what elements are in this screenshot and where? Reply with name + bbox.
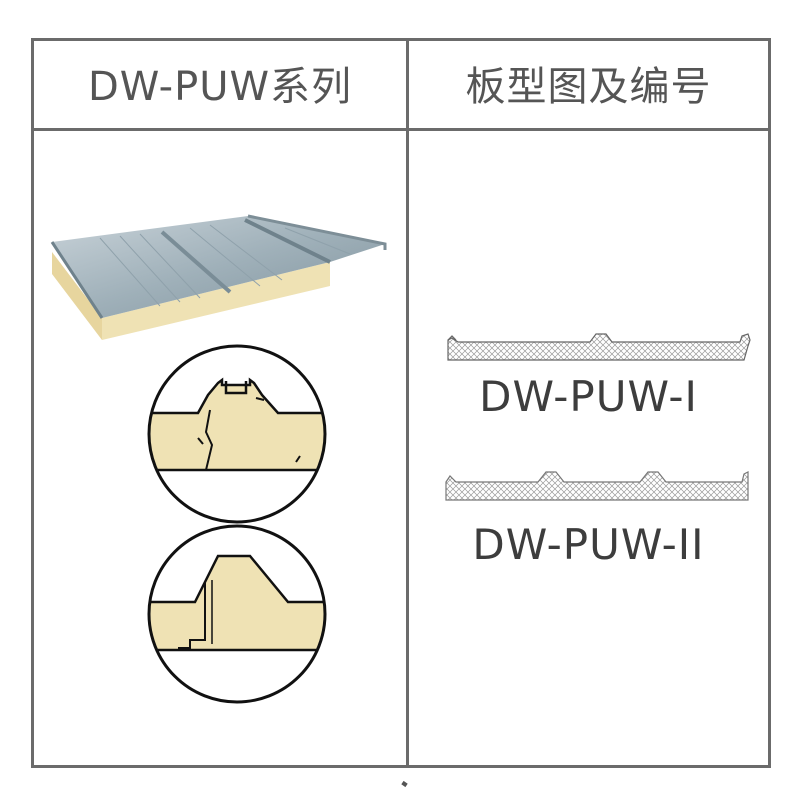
profile-1-drawing [447,333,751,361]
column-divider [406,38,409,768]
header-divider [31,128,771,131]
profile-code-1: DW-PUW-I [479,372,698,421]
series-header: DW-PUW系列 [87,64,353,110]
table-frame [31,38,771,768]
profile-header: 板型图及编号 [465,64,712,110]
joint-detail-2-illustration [147,524,327,704]
joint-detail-1-illustration [147,344,327,524]
profile-code-2: DW-PUW-II [472,520,705,569]
profile-2-drawing [445,471,749,501]
panel-3d-illustration [50,214,387,340]
